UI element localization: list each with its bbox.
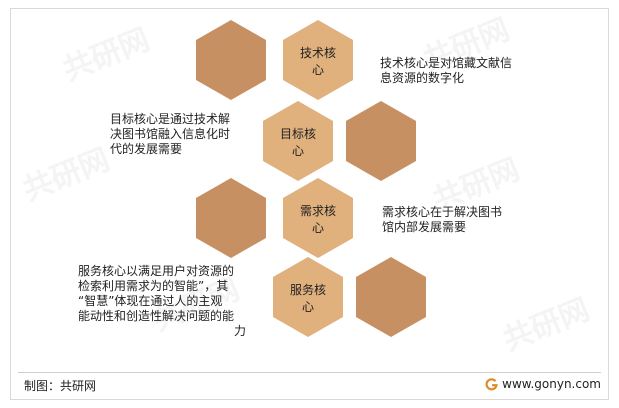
goal-description: 目标核心是通过技术解 决图书馆融入信息化时 代的发展需要 (110, 112, 230, 157)
goal-description-line: 决图书馆融入信息化时 (110, 127, 231, 141)
hexagon-goal-label-1: 目标核 (280, 127, 316, 141)
source-note: 制图：共研网 (24, 379, 97, 393)
demand-description: 需求核心在于解决图书 馆内部发展需要 (382, 205, 502, 235)
tech-description-line: 息资源的数字化 (380, 71, 465, 85)
hexagon-goal-label-2: 心 (292, 144, 304, 158)
hexagon-decor-3 (196, 178, 266, 258)
demand-description-line: 馆内部发展需要 (382, 220, 467, 234)
goal-description-line: 代的发展需要 (110, 142, 183, 156)
tech-description-line: 技术核心是对馆藏文献信 (380, 56, 513, 70)
figure-frame (10, 8, 609, 400)
hexagon-service-label-2: 心 (302, 300, 314, 314)
demand-description-line: 需求核心在于解决图书 (382, 205, 503, 219)
service-description-line: “智慧”体现在通过人的主观 (78, 294, 223, 308)
hexagon-demand-label-2: 心 (312, 221, 324, 235)
hexagon-decor-1 (196, 20, 266, 100)
hexagon-tech (283, 20, 353, 100)
hexagon-service-label-1: 服务核 (290, 282, 326, 297)
website-credit: www.gonyn.com (485, 377, 601, 391)
hexagon-goal (263, 101, 333, 181)
goal-description-line: 目标核心是通过技术解 (110, 112, 231, 126)
service-description-line: 检索利用需求为的智能”，其 (78, 279, 229, 293)
service-description-line: 力 (233, 324, 246, 338)
service-description-line: 服务核心以满足用户对资源的 (78, 264, 235, 278)
hexagon-demand (283, 178, 353, 258)
hexagon-decor-4 (356, 257, 426, 337)
hexagon-demand-label-1: 需求核 (300, 204, 336, 218)
footer-divider (18, 372, 601, 373)
hexagon-service (273, 257, 343, 337)
hexagon-tech-label-2: 心 (312, 63, 324, 77)
hexagon-tech-label-1: 技术核 (300, 46, 336, 60)
tech-description: 技术核心是对馆藏文献信 息资源的数字化 (380, 56, 512, 86)
gonyn-logo-icon (485, 377, 498, 391)
website-text: www.gonyn.com (502, 377, 601, 391)
hexagon-decor-2 (346, 101, 416, 181)
service-description: 服务核心以满足用户对资源的 检索利用需求为的智能”，其 “智慧”体现在通过人的主… (78, 264, 246, 339)
service-description-line: 能动性和创造性解决问题的能 (78, 309, 235, 323)
